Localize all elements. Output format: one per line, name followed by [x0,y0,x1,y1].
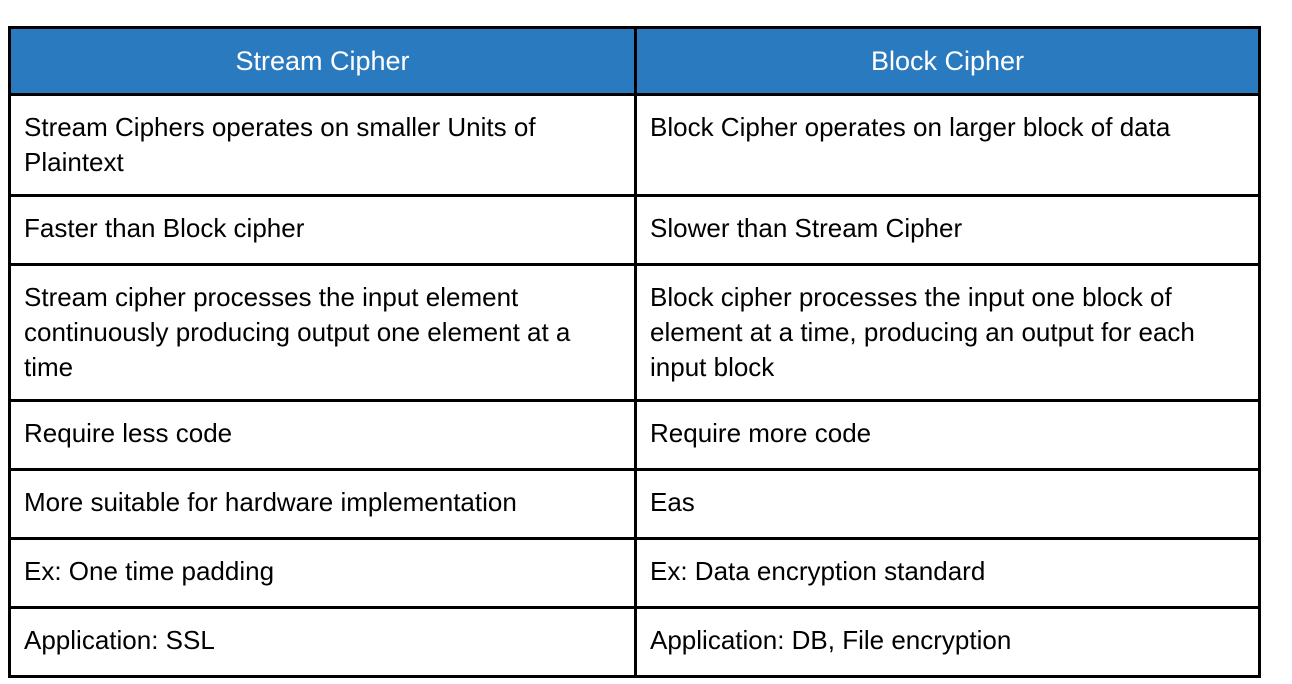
cell-text: Ex: Data encryption standard [650,556,986,586]
cell-block-row-4: Require more code [634,399,1261,471]
cell-block-row-2: Slower than Stream Cipher [634,194,1261,266]
cell-text: Application: SSL [24,625,215,655]
cell-text: Faster than Block cipher [24,213,305,243]
cell-block-row-7: Application: DB, File encryption [634,606,1261,678]
cell-text: Eas [650,487,695,517]
table-row: Stream Ciphers operates on smaller Units… [8,93,1261,197]
table-header: Stream Cipher Block Cipher [8,26,1261,96]
stream-vs-block-cipher-comparison-table: Stream Cipher Block Cipher Stream Cipher… [8,26,1261,678]
cell-text: Stream cipher processes the input elemen… [24,282,571,382]
cell-block-row-1: Block Cipher operates on larger block of… [634,93,1261,197]
cell-stream-row-7: Application: SSL [8,606,637,678]
cell-text: Ex: One time padding [24,556,275,586]
cell-stream-row-2: Faster than Block cipher [8,194,637,266]
cell-block-row-3: Block cipher processes the input one blo… [634,263,1261,402]
cell-text: Require more code [650,418,872,448]
table-row: More suitable for hardware implementatio… [8,468,1261,540]
cell-text: More suitable for hardware implementatio… [24,487,517,517]
table-row: Ex: One time padding Ex: Data encryption… [8,537,1261,609]
cell-text: Require less code [24,418,233,448]
cell-block-row-5: Eas [634,468,1261,540]
table-row: Application: SSL Application: DB, File e… [8,606,1261,678]
table-row: Stream cipher processes the input elemen… [8,263,1261,402]
column-header-block-cipher: Block Cipher [634,26,1261,96]
header-row: Stream Cipher Block Cipher [8,26,1261,96]
cell-stream-row-3: Stream cipher processes the input elemen… [8,263,637,402]
cell-text: Slower than Stream Cipher [650,213,963,243]
cell-text: Block Cipher operates on larger block of… [650,112,1171,142]
cell-text: Block cipher processes the input one blo… [650,282,1195,382]
cell-stream-row-1: Stream Ciphers operates on smaller Units… [8,93,637,197]
table-row: Require less code Require more code [8,399,1261,471]
cell-block-row-6: Ex: Data encryption standard [634,537,1261,609]
table-body: Stream Ciphers operates on smaller Units… [8,93,1261,678]
cell-stream-row-4: Require less code [8,399,637,471]
column-header-stream-cipher: Stream Cipher [8,26,637,96]
cell-stream-row-6: Ex: One time padding [8,537,637,609]
cell-text: Stream Ciphers operates on smaller Units… [24,112,536,177]
cell-text: Application: DB, File encryption [650,625,1012,655]
cell-stream-row-5: More suitable for hardware implementatio… [8,468,637,540]
table-row: Faster than Block cipher Slower than Str… [8,194,1261,266]
